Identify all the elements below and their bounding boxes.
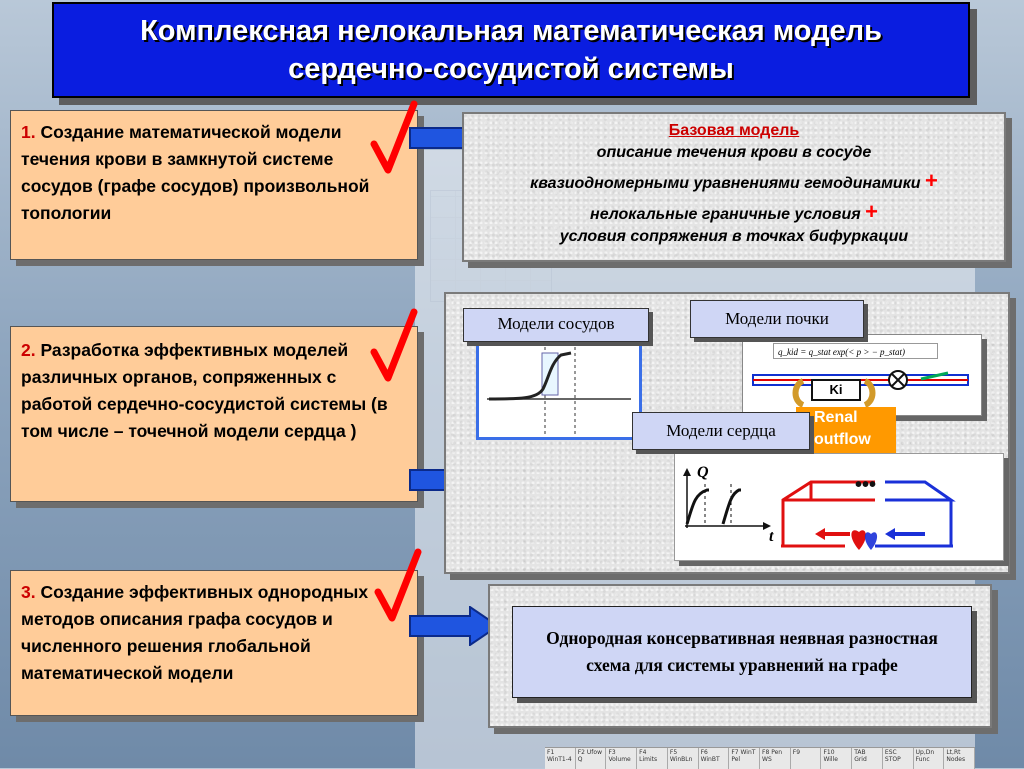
fkey: F1 WinT1-4 [545,748,576,769]
title-line-2: сердечно-сосудистой системы [288,53,734,85]
step-3-text: Создание эффективных однородных методов … [21,582,369,683]
step-2-number: 2. [21,340,36,360]
fkey: Up,Dn Func [914,748,945,769]
step-1-number: 1. [21,122,36,142]
base-model-line-3: нелокальные граничные условия [590,206,861,223]
ki-block: Ki [811,379,861,401]
plus-sign: + [865,199,878,224]
kidney-model-diagram: q_kid = q_stat exp(< p > − p_stat) Ki [742,334,982,416]
base-model-line-3-row: нелокальные граничные условия + [464,201,1004,226]
plus-sign: + [925,168,938,193]
kidney-formula: q_kid = q_stat exp(< p > − p_stat) [773,343,938,359]
check-mark-icon [374,548,422,622]
fkey: F7 WinT Pel [729,748,761,769]
vessel-curve-graph [487,341,631,437]
vessel-models-label: Модели сосудов [463,308,649,342]
step-1-box: 1. Создание математической модели течени… [10,110,418,260]
slide-title: Комплексная нелокальная математическая м… [52,2,970,98]
vessel-plot [476,338,642,440]
base-model-header: Базовая модель [668,122,800,139]
t-axis-label: t [769,528,774,545]
kidney-models-label: Модели почки [690,300,864,338]
check-mark-icon [370,308,418,382]
fkey: F2 Ufow Q [576,748,607,769]
heart-model-diagram: Q t ••• [674,453,1004,561]
fkey: F5 WinBLn [668,748,699,769]
renal-outflow-box: Renal outflow [796,407,896,455]
method-description: Однородная консервативная неявная разнос… [512,606,972,698]
fkey: F8 Pen WS [760,748,791,769]
title-line-1: Комплексная нелокальная математическая м… [140,15,882,47]
function-key-strip: F1 WinT1-4 F2 Ufow Q F3 Volume F4 Limits… [545,747,976,769]
fkey: Lt,Rt Nodes [944,748,976,769]
base-model-panel: Базовая модель описание течения крови в … [462,112,1006,262]
fkey: F3 Volume [606,748,638,769]
fkey: F10 Wille [821,748,853,769]
step-1-text: Создание математической модели течения к… [21,122,370,223]
step-3-box: 3. Создание эффективных однородных метод… [10,570,418,716]
base-model-line-4: условия сопряжения в точках бифуркации [559,228,909,245]
right-arrow-icon [409,606,500,646]
step-3-number: 3. [21,582,36,602]
heart-models-label: Модели сердца [632,412,810,450]
fkey: F4 Limits [637,748,668,769]
step-2-box: 2. Разработка эффективных моделей различ… [10,326,418,502]
fkey: ESC STOP [883,748,914,769]
fkey: F6 WinBT [699,748,730,769]
step-2-text: Разработка эффективных моделей различных… [21,340,388,441]
base-model-line-2: квазиодномерными уравнениями гемодинамик… [530,175,921,192]
kidney-flow-graphic [752,370,969,408]
heart-circulation-graphic [683,468,956,550]
fkey: TAB Grid [852,748,883,769]
q-axis-label: Q [697,464,709,481]
base-model-line-2-row: квазиодномерными уравнениями гемодинамик… [464,170,1004,195]
fkey: F9 [791,748,822,769]
more-dots: ••• [855,474,877,496]
base-model-line-1: описание течения крови в сосуде [596,144,872,161]
check-mark-icon [370,100,418,174]
